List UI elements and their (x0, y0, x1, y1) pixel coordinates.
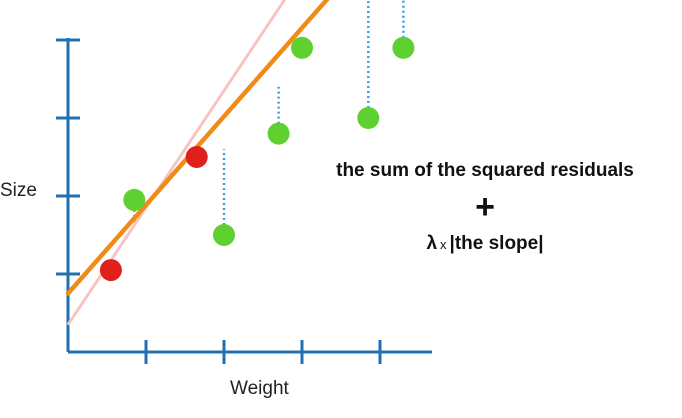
green-data-point (267, 122, 290, 145)
red-data-point (185, 146, 208, 168)
x-axis-label: Weight (230, 378, 289, 399)
green-data-point (291, 36, 313, 59)
green-data-point (357, 107, 380, 129)
red-data-point (99, 259, 122, 282)
y-axis-label: Size (0, 180, 37, 201)
green-data-point (213, 224, 235, 246)
fit-line (65, 0, 330, 296)
formula-plus-sign: + (475, 188, 495, 226)
lambda-symbol: λ (426, 233, 438, 254)
green-data-point (123, 188, 146, 211)
green-data-point (392, 36, 415, 59)
times-symbol: x (440, 237, 447, 252)
slope-text: |the slope| (449, 233, 544, 254)
formula-sum-of-squared-residuals: the sum of the squared residuals (336, 160, 634, 181)
